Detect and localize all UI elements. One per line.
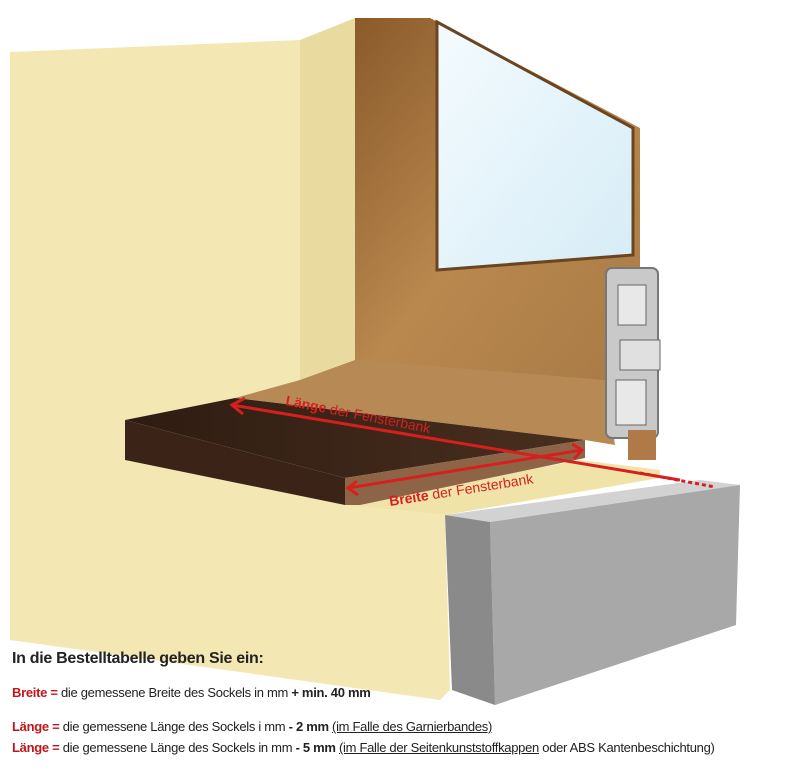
width-arrow	[345, 442, 585, 497]
length-arrow	[229, 396, 716, 489]
instruction-value: - 5 mm	[295, 740, 336, 755]
reveal-floor	[345, 460, 660, 515]
instruction-value: - 2 mm	[288, 719, 329, 734]
wall-front	[10, 40, 450, 700]
instructions-heading: In die Bestelltabelle geben Sie ein:	[12, 650, 264, 667]
instruction-note: (im Falle der Seitenkunststoffkappen	[338, 740, 539, 755]
window-glass	[435, 19, 635, 272]
instruction-length-caps: Länge = die gemessene Länge des Sockels …	[12, 740, 715, 755]
instruction-text: die gemessene Länge des Sockels i mm	[59, 719, 289, 734]
instruction-key: Breite =	[12, 685, 58, 700]
sill-top	[125, 398, 585, 478]
instruction-key: Länge =	[12, 719, 60, 734]
block-top	[445, 480, 740, 522]
sill-edge	[345, 440, 585, 505]
frame-profile-section	[605, 267, 661, 460]
instruction-note: (im Falle des Garnierbandes)	[332, 719, 492, 734]
instruction-value: + min. 40 mm	[291, 685, 371, 700]
block-front	[490, 485, 740, 705]
instruction-key: Länge =	[12, 740, 60, 755]
frame-lower	[235, 360, 615, 445]
instruction-width: Breite = die gemessene Breite des Sockel…	[12, 685, 371, 700]
instruction-tail: oder ABS Kantenbeschichtung)	[538, 740, 715, 755]
block-side	[445, 515, 495, 705]
wall-reveal	[300, 18, 355, 420]
instruction-length-band: Länge = die gemessene Länge des Sockels …	[12, 719, 492, 734]
sill-front	[125, 420, 345, 505]
instruction-text: die gemessene Länge des Sockels in mm	[59, 740, 296, 755]
instruction-text: die gemessene Breite des Sockels in mm	[57, 685, 292, 700]
